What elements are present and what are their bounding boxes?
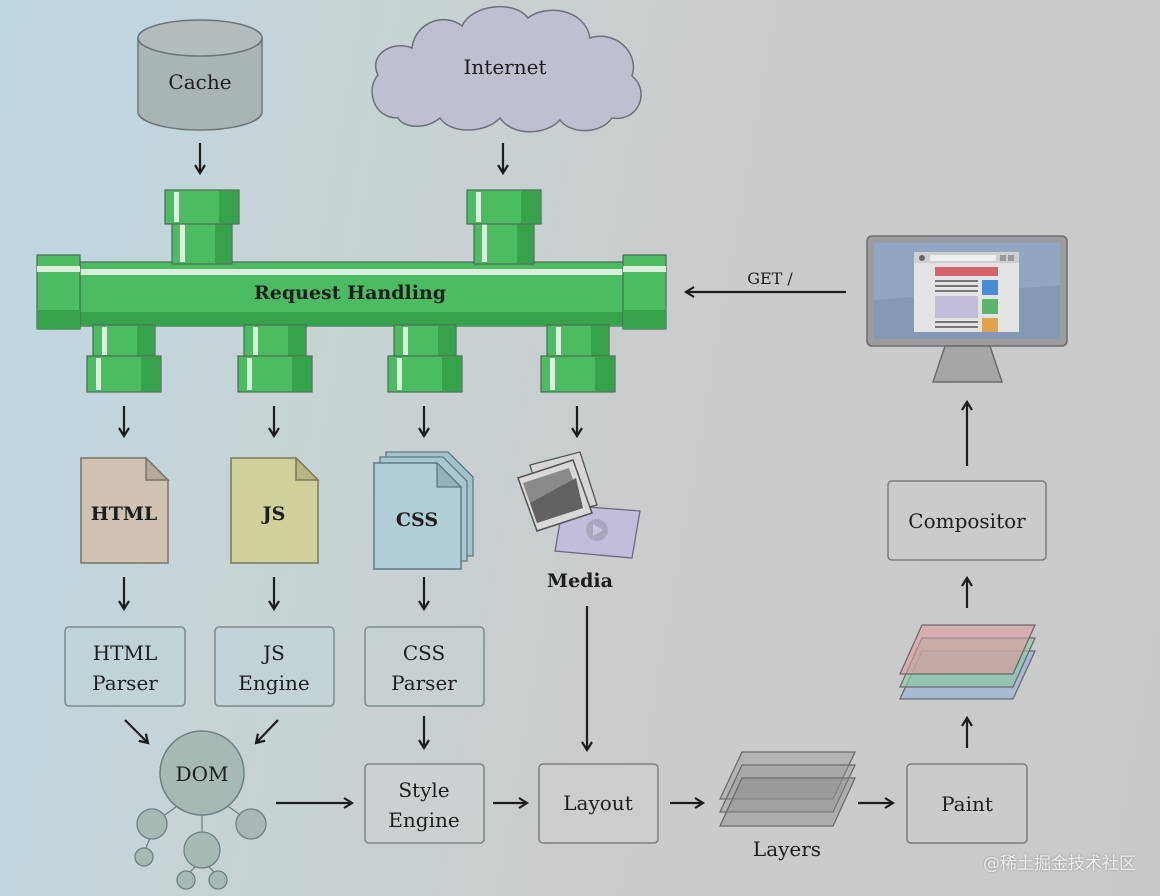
dom-label: DOM bbox=[176, 762, 229, 786]
request-handling-pipe bbox=[36, 189, 667, 393]
layers-icon: Layers bbox=[718, 751, 857, 861]
cache-label: Cache bbox=[168, 70, 231, 94]
monitor-icon bbox=[866, 235, 1068, 383]
layout-box: Layout bbox=[538, 763, 659, 844]
js-file-icon: JS bbox=[230, 456, 320, 564]
html-parser-box: HTML Parser bbox=[64, 626, 186, 707]
media-icon: Media bbox=[517, 451, 641, 592]
js-engine-line2: Engine bbox=[238, 671, 309, 695]
compositor-label: Compositor bbox=[908, 509, 1026, 533]
internet-node: Internet bbox=[371, 5, 642, 133]
css-files-icon: CSS bbox=[373, 451, 474, 570]
css-file-label: CSS bbox=[396, 509, 438, 531]
layers-label: Layers bbox=[753, 837, 821, 861]
cache-node: Cache bbox=[137, 19, 263, 131]
get-request-label: GET / bbox=[747, 269, 793, 288]
html-file-icon: HTML bbox=[80, 456, 170, 564]
style-engine-box: Style Engine bbox=[364, 763, 485, 844]
js-file-label: JS bbox=[261, 503, 286, 525]
compositor-box: Compositor bbox=[887, 480, 1047, 561]
style-engine-line2: Engine bbox=[388, 808, 459, 832]
css-parser-line2: Parser bbox=[391, 671, 457, 695]
paint-label: Paint bbox=[941, 792, 993, 816]
dom-tree-icon: DOM bbox=[134, 730, 267, 890]
request-handling-label: Request Handling bbox=[254, 282, 446, 304]
layout-label: Layout bbox=[563, 791, 632, 815]
arrow-engine-to-dom bbox=[254, 719, 279, 745]
html-parser-line2: Parser bbox=[92, 671, 158, 695]
html-file-label: HTML bbox=[91, 503, 157, 525]
paint-box: Paint bbox=[906, 763, 1028, 844]
js-engine-line1: JS bbox=[261, 641, 285, 665]
media-label: Media bbox=[547, 570, 613, 592]
style-engine-line1: Style bbox=[398, 778, 449, 802]
internet-label: Internet bbox=[464, 55, 547, 79]
js-engine-box: JS Engine bbox=[214, 626, 335, 707]
arrow-parser-to-dom bbox=[124, 719, 150, 745]
css-parser-box: CSS Parser bbox=[364, 626, 485, 707]
watermark: @稀土掘金技术社区 bbox=[983, 854, 1136, 874]
css-parser-line1: CSS bbox=[403, 641, 445, 665]
html-parser-line1: HTML bbox=[93, 641, 158, 665]
painted-layers-icon bbox=[898, 624, 1037, 700]
